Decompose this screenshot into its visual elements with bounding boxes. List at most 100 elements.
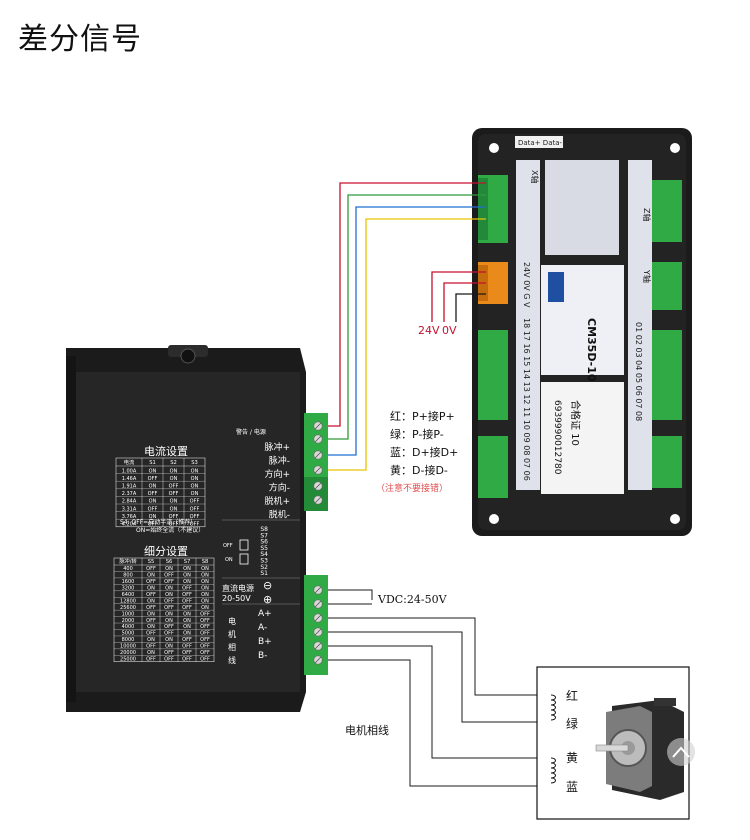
wiring-legend: 红：P+接P+ 绿：P-接P- 蓝：D+接D+ 黄：D-接D- （注意不要接错） — [376, 410, 458, 494]
table-cell: ON — [201, 573, 209, 579]
table-cell: ON — [183, 579, 191, 585]
controller-x-axis-label: X轴 — [530, 170, 540, 183]
switch-label: S6 — [260, 539, 268, 546]
mount-hole-icon — [670, 514, 680, 524]
table-cell: OFF — [169, 484, 179, 490]
table-cell: OFF — [190, 499, 200, 505]
switch-label: S5 — [260, 545, 268, 552]
switch-label: S1 — [260, 570, 268, 577]
table-cell: ON — [149, 499, 157, 505]
table-cell: ON — [170, 476, 178, 482]
table-cell: ON — [147, 650, 155, 656]
table-cell: 1.00A — [122, 468, 137, 474]
controller-io-terminal[interactable] — [652, 330, 682, 420]
controller-io-terminal[interactable] — [478, 436, 508, 498]
table-cell: 3.76A — [122, 514, 137, 520]
table-cell: ON — [201, 592, 209, 598]
table-cell: ON — [147, 637, 155, 643]
table-cell: OFF — [146, 618, 156, 624]
microstep-setting-title: 细分设置 — [144, 545, 188, 558]
table-header-cell: S1 — [149, 460, 156, 466]
table-cell: OFF — [190, 514, 200, 520]
dc-power-label: 直流电源 — [222, 583, 254, 593]
table-header-cell: S6 — [166, 559, 173, 565]
table-cell: ON — [165, 611, 173, 617]
s4-note: ON=始终全流（不建议） — [136, 526, 204, 534]
switch-label: S7 — [260, 532, 268, 539]
legend-line: 黄：D-接D- — [390, 463, 448, 477]
table-cell: 2.37A — [122, 491, 137, 497]
table-cell: OFF — [164, 573, 174, 579]
table-cell: OFF — [169, 514, 179, 520]
power-wires — [431, 271, 486, 322]
stepper-motor-icon — [595, 698, 684, 800]
controller-cert: 合格证 10 — [569, 400, 582, 446]
table-cell: ON — [147, 624, 155, 630]
table-cell: OFF — [164, 650, 174, 656]
table-cell: OFF — [164, 656, 174, 662]
table-cell: ON — [191, 468, 199, 474]
table-cell: OFF — [200, 656, 210, 662]
table-cell: 2.84A — [122, 499, 137, 505]
signal-label: 方向- — [269, 482, 290, 494]
table-cell: OFF — [182, 637, 192, 643]
table-cell: 400 — [123, 566, 133, 572]
controller-axis-terminal[interactable] — [652, 180, 682, 242]
switch-label: S3 — [260, 558, 268, 565]
table-cell: ON — [170, 499, 178, 505]
table-cell: ON — [165, 592, 173, 598]
legend-line: 蓝：D+接D+ — [390, 446, 458, 459]
table-cell: ON — [201, 598, 209, 604]
motor-wire-label: 电机相线 — [345, 723, 389, 737]
table-cell: ON — [149, 484, 157, 490]
table-cell: OFF — [148, 491, 158, 497]
table-cell: OFF — [164, 598, 174, 604]
table-cell: ON — [147, 598, 155, 604]
motor-wire-color: 绿 — [566, 716, 578, 731]
table-header-cell: S3 — [191, 460, 198, 466]
motor-box: 红 绿 黄 蓝 — [536, 666, 695, 820]
controller-power-pins: 24V 0V G V — [522, 262, 531, 308]
table-header-cell: S5 — [148, 559, 155, 565]
controller-signal-terminal[interactable] — [478, 175, 508, 243]
table-cell: ON — [170, 506, 178, 512]
table-cell: ON — [201, 566, 209, 572]
table-cell: ON — [165, 637, 173, 643]
table-cell: OFF — [200, 631, 210, 637]
motor-pin-label: A- — [258, 623, 267, 633]
controller-axis-terminal[interactable] — [652, 262, 682, 310]
table-cell: ON — [201, 579, 209, 585]
table-cell: ON — [165, 644, 173, 650]
table-cell: 6400 — [122, 592, 135, 598]
table-cell: ON — [183, 611, 191, 617]
table-cell: OFF — [182, 592, 192, 598]
table-cell: OFF — [200, 650, 210, 656]
table-cell: OFF — [146, 566, 156, 572]
table-cell: OFF — [182, 605, 192, 611]
table-cell: OFF — [148, 522, 158, 528]
alarm-power-label: 警告 / 电源 — [236, 428, 266, 436]
controller-unit: Data+ Data- 24V 0V G V 18 17 16 15 14 13… — [472, 128, 692, 536]
on-label: ON — [225, 557, 233, 563]
controller-top-label: Data+ Data- — [518, 139, 563, 147]
table-cell: 8000 — [122, 637, 135, 643]
table-cell: OFF — [190, 506, 200, 512]
table-cell: OFF — [146, 579, 156, 585]
table-cell: 3.31A — [122, 506, 137, 512]
signal-label: 脉冲+ — [264, 441, 290, 453]
table-header-cell: 电流 — [124, 458, 134, 466]
table-cell: OFF — [146, 656, 156, 662]
motor-wire-color: 红 — [566, 688, 578, 703]
chevron-up-icon[interactable] — [667, 738, 695, 766]
table-cell: ON — [183, 624, 191, 630]
table-cell: 1.46A — [122, 476, 137, 482]
table-cell: 1600 — [122, 579, 135, 585]
vdc-label: VDC:24-50V — [377, 593, 448, 606]
table-cell: ON — [147, 611, 155, 617]
controller-io-terminal[interactable] — [652, 436, 682, 488]
table-cell: OFF — [148, 506, 158, 512]
controller-io-terminal[interactable] — [478, 330, 508, 420]
table-cell: 1.91A — [122, 484, 137, 490]
